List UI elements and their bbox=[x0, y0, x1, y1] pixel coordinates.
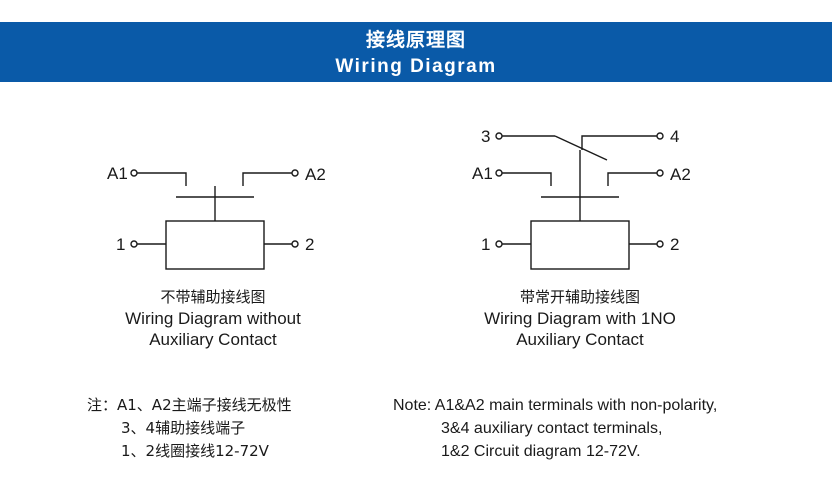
terminal-1-right bbox=[495, 240, 503, 248]
caption-left-cn: 不带辅助接线图 bbox=[160, 288, 266, 306]
note-cn-line-2: 3、4辅助接线端子 bbox=[121, 419, 246, 437]
label-a2-right: A2 bbox=[670, 165, 691, 184]
terminal-1-left bbox=[130, 240, 138, 248]
wire-a1-right bbox=[502, 172, 552, 186]
terminal-a2-right bbox=[656, 169, 664, 177]
title-english: Wiring Diagram bbox=[335, 56, 497, 77]
label-1-left: 1 bbox=[116, 235, 125, 254]
terminal-a1-left bbox=[130, 169, 138, 177]
label-1-right: 1 bbox=[481, 235, 490, 254]
caption-right-cn: 带常开辅助接线图 bbox=[519, 288, 640, 306]
terminal-2-right bbox=[656, 240, 664, 248]
terminal-2-left bbox=[291, 240, 299, 248]
terminal-a2-left bbox=[291, 169, 299, 177]
note-en-line-1: Note: A1&A2 main terminals with non-pola… bbox=[393, 397, 718, 414]
caption-left-en-2: Auxiliary Contact bbox=[149, 330, 277, 349]
notes-english: Note: A1&A2 main terminals with non-pola… bbox=[393, 394, 717, 463]
wire-4-right bbox=[581, 135, 657, 150]
caption-right-en-1: Wiring Diagram with 1NO bbox=[484, 309, 676, 328]
notes-chinese: 注：A1、A2主端子接线无极性 3、4辅助接线端子 1、2线圈接线12-72V bbox=[87, 394, 292, 463]
wire-a1-left bbox=[137, 172, 187, 186]
label-a2-left: A2 bbox=[305, 165, 326, 184]
wire-a2-left bbox=[242, 172, 292, 186]
label-4-right: 4 bbox=[670, 127, 679, 146]
caption-left-en-1: Wiring Diagram without bbox=[125, 309, 301, 328]
title-banner: 接线原理图 Wiring Diagram bbox=[0, 22, 832, 82]
label-2-left: 2 bbox=[305, 235, 314, 254]
label-a1-left: A1 bbox=[107, 164, 128, 183]
note-en-line-2: 3&4 auxiliary contact terminals, bbox=[441, 420, 663, 437]
left-diagram bbox=[130, 169, 299, 270]
note-cn-line-3: 1、2线圈接线12-72V bbox=[121, 442, 269, 460]
terminal-a1-right bbox=[495, 169, 503, 177]
note-en-line-3: 1&2 Circuit diagram 12-72V. bbox=[441, 443, 641, 460]
label-3-right: 3 bbox=[481, 127, 490, 146]
caption-right-en-2: Auxiliary Contact bbox=[516, 330, 644, 349]
label-2-right: 2 bbox=[670, 235, 679, 254]
terminal-3-right bbox=[495, 132, 503, 140]
coil-left bbox=[165, 220, 265, 270]
terminal-4-right bbox=[656, 132, 664, 140]
right-diagram bbox=[495, 132, 664, 270]
label-a1-right: A1 bbox=[472, 164, 493, 183]
aux-switch-blade bbox=[554, 135, 608, 161]
caption-left: 不带辅助接线图 Wiring Diagram without Auxiliary… bbox=[63, 287, 363, 350]
wire-a2-right bbox=[607, 172, 657, 186]
title-chinese: 接线原理图 bbox=[365, 29, 466, 51]
caption-right: 带常开辅助接线图 Wiring Diagram with 1NO Auxilia… bbox=[430, 287, 730, 350]
note-cn-line-1: 注：A1、A2主端子接线无极性 bbox=[87, 396, 292, 414]
coil-right bbox=[530, 220, 630, 270]
